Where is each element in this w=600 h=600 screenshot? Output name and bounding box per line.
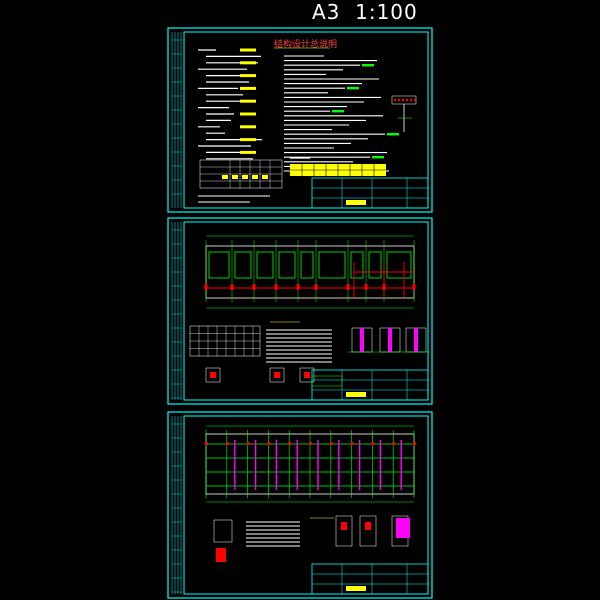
s2-room: [350, 251, 364, 279]
s1-note-highlight: [240, 150, 256, 154]
s3-detail-fill: [216, 548, 226, 562]
s1-table-a-cell: [252, 175, 258, 179]
s2-footing: [274, 284, 278, 290]
s1-note-tag: [347, 87, 359, 90]
sheet-3-beam-plan[interactable]: [167, 411, 433, 599]
s3-column: [225, 442, 229, 445]
s2-room: [386, 251, 412, 279]
s1-title-block-mark: [346, 200, 366, 205]
s2-footing: [314, 284, 318, 290]
s2-detail-core: [274, 372, 280, 378]
s1-detail-rebar: [405, 98, 409, 102]
s3-section-core: [341, 522, 347, 530]
s1-note-highlight: [240, 112, 256, 116]
s1-detail-rebar: [413, 98, 417, 102]
s3-column: [205, 442, 208, 445]
s2-room: [208, 251, 230, 279]
s3-column: [288, 442, 292, 445]
s1-inner-frame: [183, 31, 429, 209]
s2-section-column: [360, 328, 364, 352]
s3-column: [371, 442, 375, 445]
s2-detail: [269, 367, 285, 383]
s1-note-highlight: [240, 99, 256, 103]
s3-column: [309, 442, 312, 445]
s2-footing: [364, 284, 368, 290]
s2-detail: [299, 367, 315, 383]
s1-table-a-cell: [262, 175, 268, 179]
s3-section: [335, 515, 353, 547]
s2-section-column: [414, 328, 418, 352]
s1-note-highlight: [240, 138, 256, 142]
s1-note-tag: [332, 110, 344, 113]
s3-column: [267, 442, 271, 445]
s2-title-block: [311, 369, 429, 401]
s3-inner-frame: [183, 415, 429, 595]
s2-room: [256, 251, 274, 279]
s2-detail: [205, 367, 221, 383]
s2-room: [300, 251, 314, 279]
s2-footing: [382, 284, 386, 290]
s3-column: [246, 442, 250, 445]
s1-detail-rebar: [409, 98, 413, 102]
s1-title-block: [311, 177, 429, 209]
s3-column: [392, 442, 396, 445]
s3-title-block-mark: [346, 586, 366, 591]
s2-room: [318, 251, 346, 279]
s1-detail-rebar: [393, 98, 397, 102]
sheet-1-title: 结构设计总说明: [274, 40, 338, 50]
s2-title-block-mark: [346, 392, 366, 397]
s2-outer-frame: [167, 217, 433, 405]
s3-title-block: [311, 563, 429, 595]
s3-detail: [213, 519, 233, 543]
s1-note-tag: [372, 156, 384, 159]
sheet-1-general-notes[interactable]: [167, 27, 433, 213]
s2-footing: [204, 284, 208, 290]
s2-detail-pad: [311, 375, 343, 387]
s1-note-highlight: [240, 48, 256, 52]
s3-column: [413, 442, 416, 445]
s1-table-a-cell: [232, 175, 238, 179]
s2-footing: [252, 284, 256, 290]
s1-table-a-cell: [242, 175, 248, 179]
s3-section: [359, 515, 377, 547]
s2-room: [234, 251, 252, 279]
s1-note-tag: [362, 64, 374, 67]
s2-detail-core: [210, 372, 216, 378]
s2-section-column: [388, 328, 392, 352]
s1-table-a-cell: [222, 175, 228, 179]
s3-section-highlight: [396, 518, 410, 538]
s2-room: [368, 251, 382, 279]
s3-section-core: [365, 522, 371, 530]
s2-detail-core: [304, 372, 310, 378]
s2-room: [278, 251, 296, 279]
s2-footing: [412, 284, 416, 290]
s2-footing: [346, 284, 350, 290]
s3-column: [329, 442, 333, 445]
s2-inner-frame: [183, 221, 429, 401]
s1-detail-rebar: [397, 98, 401, 102]
s2-footing: [230, 284, 234, 290]
s1-note-highlight: [240, 86, 256, 90]
sheet-2-foundation-plan[interactable]: [167, 217, 433, 405]
s1-note-highlight: [240, 61, 256, 65]
s1-detail-rebar: [401, 98, 405, 102]
s3-outer-frame: [167, 411, 433, 599]
s3-column: [350, 442, 354, 445]
s1-outer-frame: [167, 27, 433, 213]
s2-footing: [296, 284, 300, 290]
s1-note-tag: [387, 133, 399, 136]
s1-note-highlight: [240, 74, 256, 78]
s1-note-highlight: [240, 125, 256, 129]
drawing-scale-label: A3 1:100: [312, 0, 418, 24]
